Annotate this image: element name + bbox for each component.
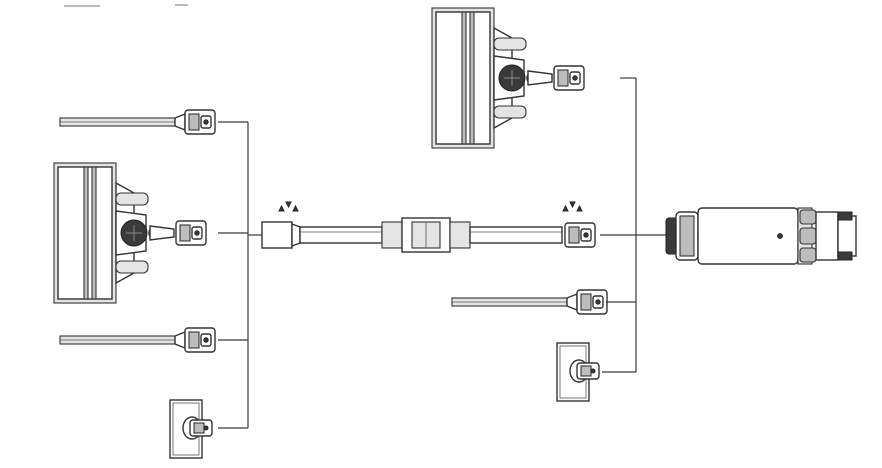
- right-floor-nozzle: [432, 8, 584, 148]
- handheld-vacuum-body: [665, 207, 857, 265]
- left-crevice-tool-2: [60, 328, 215, 352]
- right-brush-tool: [556, 342, 600, 402]
- alignment-marker-right: [562, 201, 583, 212]
- extension-tube: [261, 217, 596, 253]
- right-connection-bracket: [600, 77, 666, 373]
- left-crevice-tool: [60, 110, 215, 134]
- right-crevice-tool: [452, 290, 607, 314]
- left-floor-nozzle: [54, 163, 206, 303]
- alignment-marker-left: [278, 201, 299, 212]
- left-brush-tool: [169, 399, 213, 459]
- left-connection-bracket: [218, 121, 249, 429]
